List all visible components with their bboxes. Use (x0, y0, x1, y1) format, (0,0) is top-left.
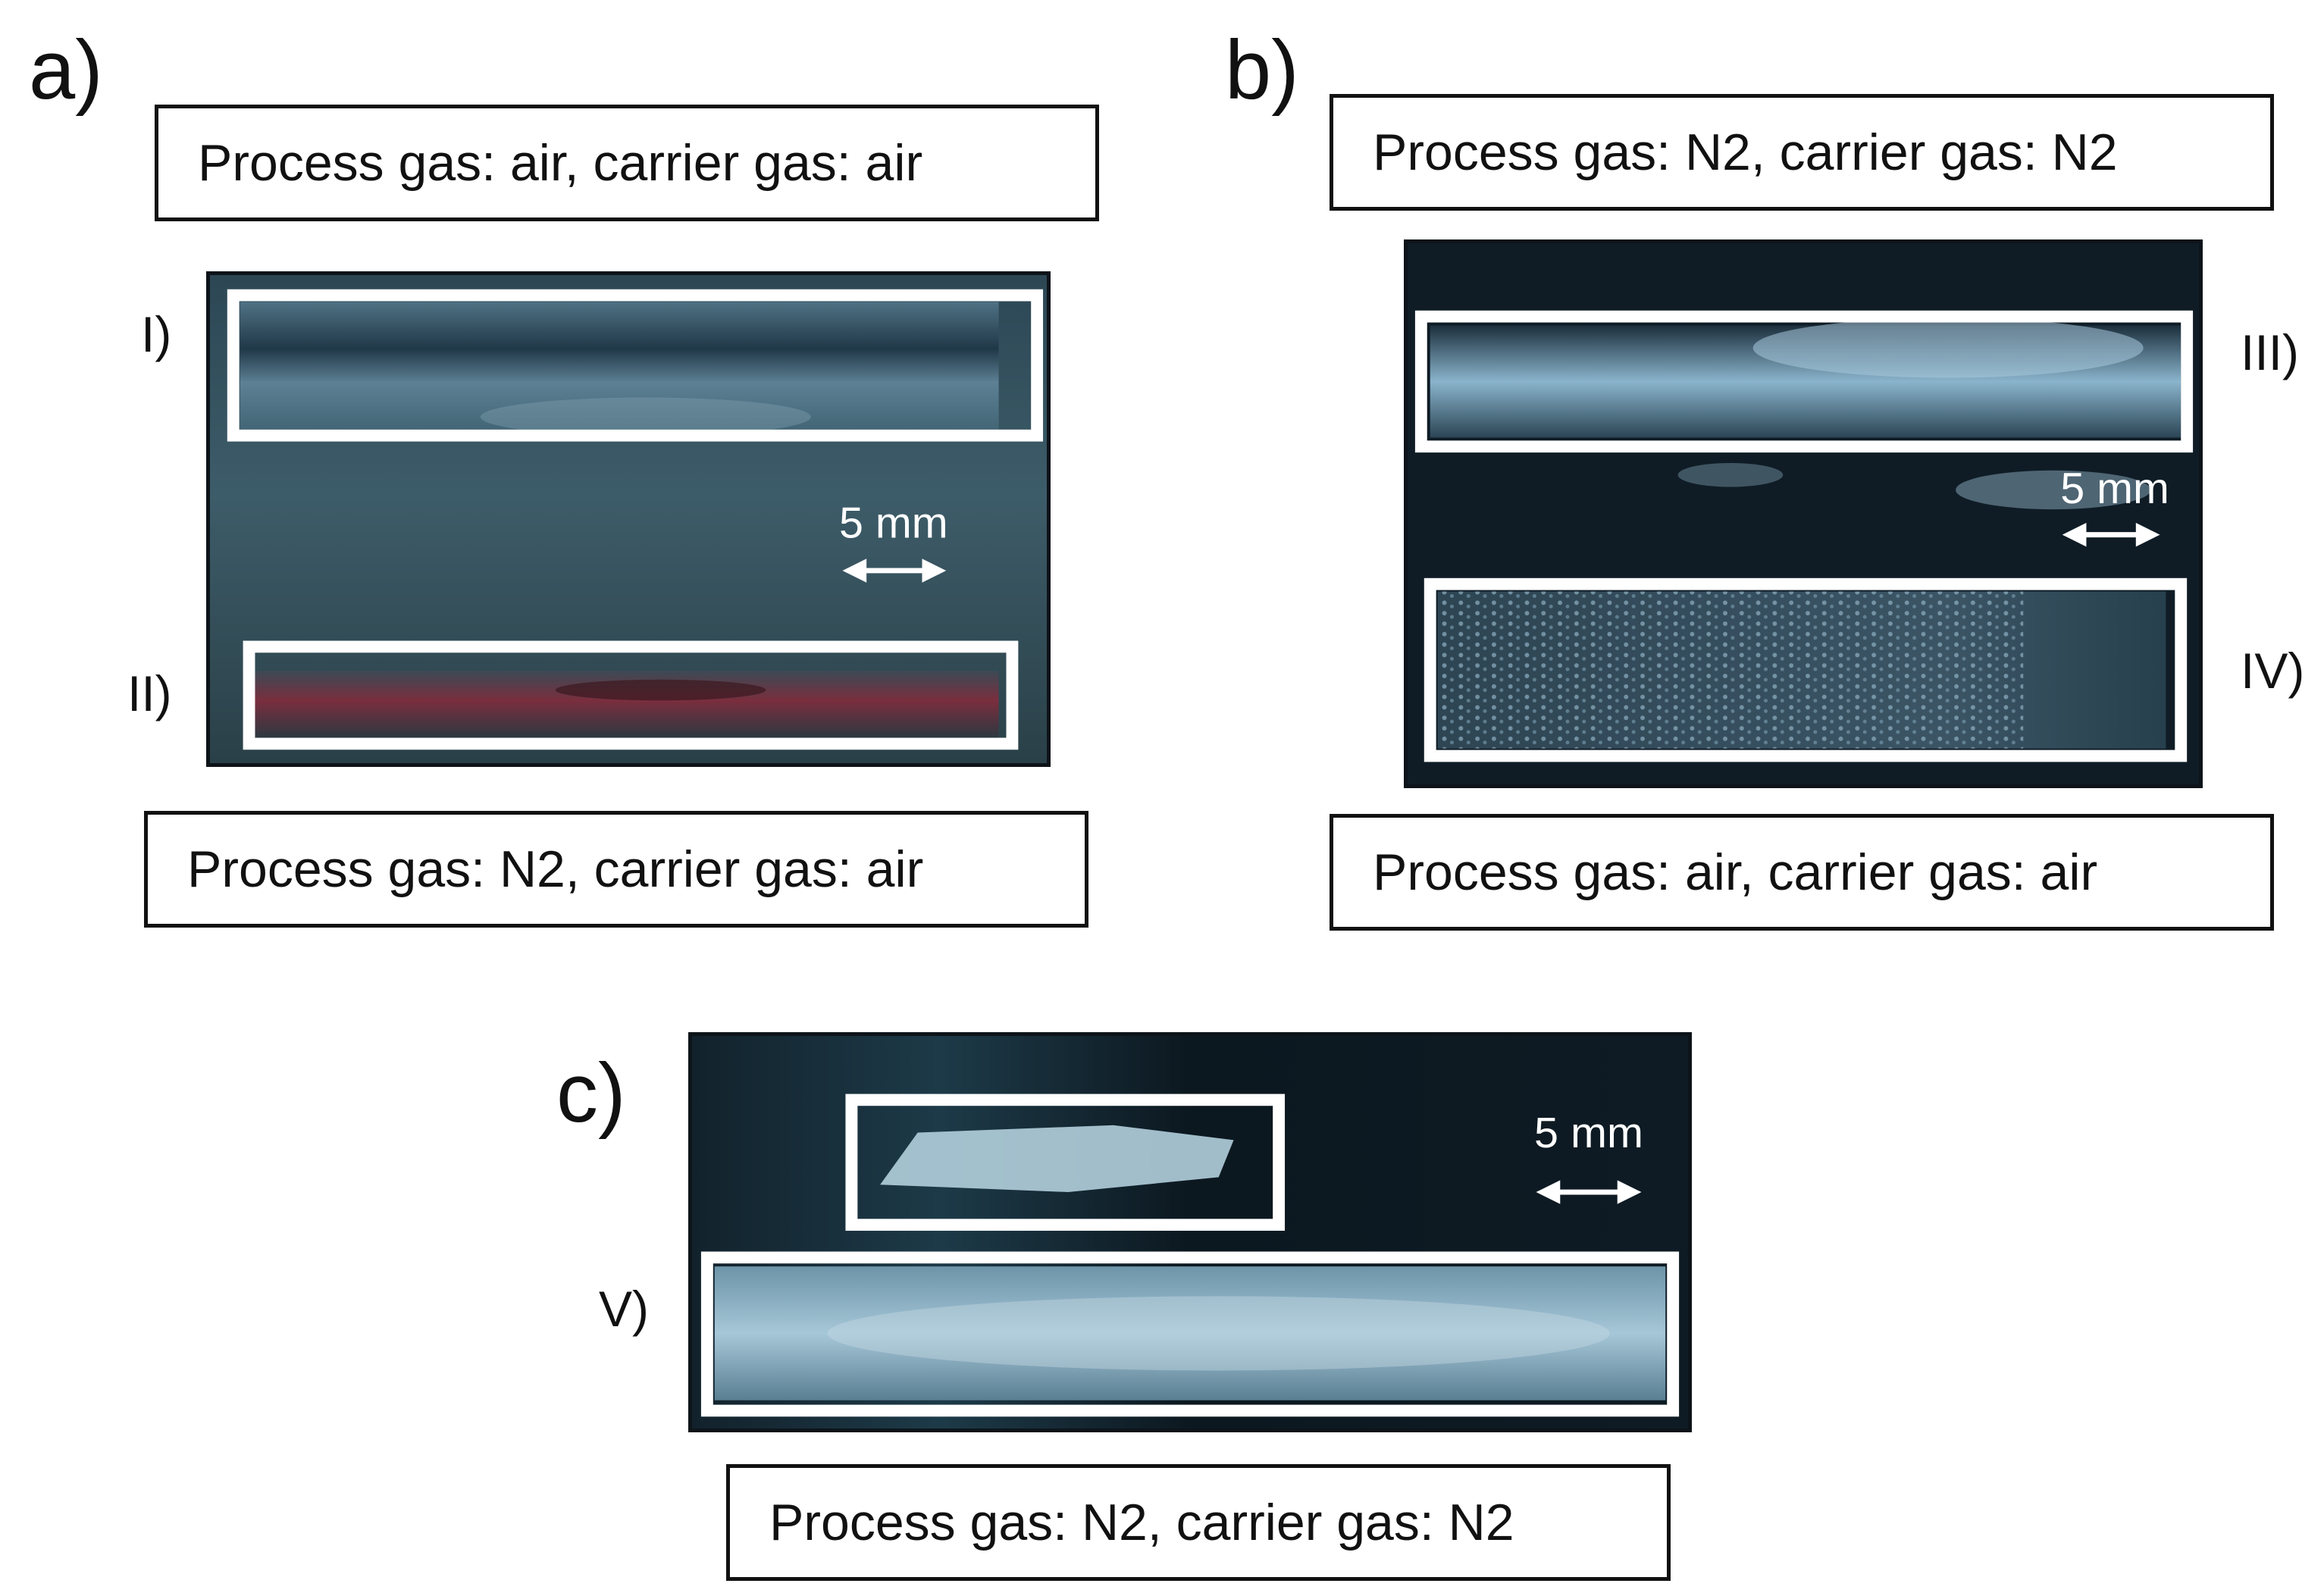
panel-c-upper-box (845, 1094, 1286, 1231)
panel-b-photo: 5 mm (1404, 239, 2203, 788)
panel-b-region-III-label: III) (2241, 324, 2299, 380)
panel-a-top-label: Process gas: air, carrier gas: air (155, 105, 1099, 221)
panel-c-scale-label: 5 mm (1534, 1109, 1643, 1157)
panel-b-region-IV-box (1424, 577, 2188, 762)
panel-c-region-V-box (700, 1251, 1680, 1417)
panel-b-region-III-box (1414, 310, 2194, 453)
panel-a-scale-arrow (842, 559, 947, 583)
panel-a-scale-label: 5 mm (839, 499, 948, 548)
panel-a-photo: 5 mm (206, 271, 1051, 767)
panel-a-region-II-label: II) (127, 665, 172, 721)
panel-b-scale-arrow (2062, 522, 2160, 547)
panel-c-region-V-label: V) (599, 1281, 649, 1337)
panel-a-region-I-box (227, 289, 1044, 442)
panel-a-photo-image: 5 mm (210, 275, 1047, 763)
panel-b-letter: b) (1225, 23, 1299, 117)
panel-a-region-II-box (243, 640, 1019, 750)
panel-a-letter: a) (29, 23, 103, 117)
panel-b-top-label: Process gas: N2, carrier gas: N2 (1330, 94, 2274, 211)
panel-c-photo: 5 mm (688, 1032, 1692, 1432)
panel-c-scale-arrow (1536, 1180, 1642, 1204)
panel-b-scale-label: 5 mm (2060, 465, 2169, 513)
panel-a-region-I-label: I) (141, 306, 172, 362)
panel-c-photo-image: 5 mm (692, 1036, 1688, 1429)
panel-b-region-IV-label: IV) (2241, 643, 2305, 699)
panel-c-bottom-label: Process gas: N2, carrier gas: N2 (726, 1464, 1671, 1581)
panel-c-letter: c) (556, 1047, 626, 1140)
panel-b-photo-image: 5 mm (1408, 243, 2199, 784)
panel-a-bottom-label: Process gas: N2, carrier gas: air (144, 811, 1088, 928)
panel-b-bottom-label: Process gas: air, carrier gas: air (1330, 814, 2274, 931)
